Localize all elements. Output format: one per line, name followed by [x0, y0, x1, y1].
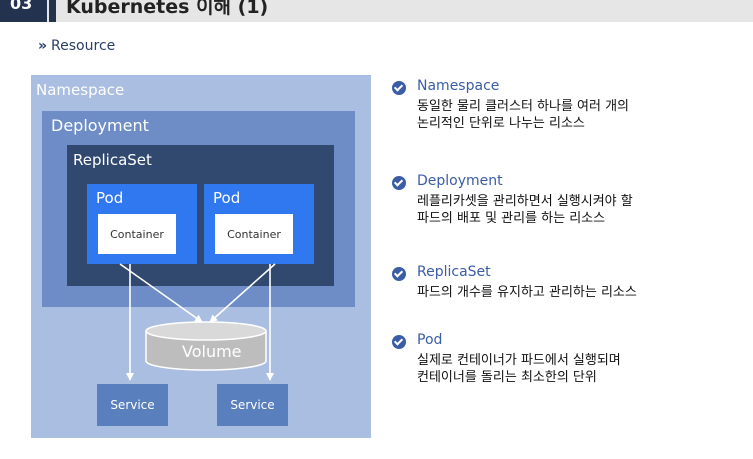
namespace-label: Namespace: [36, 81, 125, 99]
legend-title: Namespace: [417, 78, 500, 94]
check-circle-icon: [392, 81, 406, 95]
legend-description: 동일한 물리 클러스터 하나를 여러 개의: [417, 99, 630, 114]
header-bar: [0, 0, 753, 22]
service-box: Service: [97, 384, 168, 426]
container-box: Container: [98, 214, 176, 254]
volume-label: Volume: [182, 342, 242, 361]
legend-description: 실제로 컨테이너가 파드에서 실행되며: [417, 353, 621, 368]
replicaset-label: ReplicaSet: [73, 151, 152, 169]
pod-to-volume-arrow: [119, 263, 203, 323]
section-number-badge: 03: [0, 0, 47, 22]
page-title: Kubernetes 이해 (1): [66, 0, 269, 18]
pod-label: Pod: [213, 189, 241, 207]
check-circle-icon: [392, 267, 406, 281]
legend-description: 파드의 개수를 유지하고 관리하는 리소스: [417, 285, 637, 300]
legend-title: Deployment: [417, 173, 503, 189]
section-subtitle: »Resource: [38, 38, 115, 54]
legend-description: 레플리카셋을 관리하면서 실행시켜야 할: [417, 194, 633, 209]
subtitle-text: Resource: [51, 38, 116, 54]
header-separator: [49, 0, 56, 22]
legend-description: 파드의 배포 및 관리를 하는 리소스: [417, 211, 606, 226]
service-box: Service: [217, 384, 288, 426]
volume-cylinder: [145, 321, 267, 371]
container-label: Container: [110, 227, 164, 241]
service-label: Service: [230, 398, 275, 412]
container-label: Container: [227, 227, 281, 241]
service-label: Service: [110, 398, 155, 412]
pod-label: Pod: [96, 189, 124, 207]
legend-description: 논리적인 단위로 나누는 리소스: [417, 116, 585, 131]
legend-title: ReplicaSet: [417, 264, 491, 280]
container-box: Container: [215, 214, 293, 254]
section-number: 03: [10, 0, 33, 13]
legend-description: 컨테이너를 돌리는 최소한의 단위: [417, 370, 597, 385]
check-circle-icon: [392, 176, 406, 190]
legend-title: Pod: [417, 332, 443, 348]
check-circle-icon: [392, 335, 406, 349]
deployment-label: Deployment: [51, 116, 149, 135]
pod-to-volume-arrow: [209, 263, 276, 323]
chevron-double-right-icon: »: [38, 38, 48, 54]
